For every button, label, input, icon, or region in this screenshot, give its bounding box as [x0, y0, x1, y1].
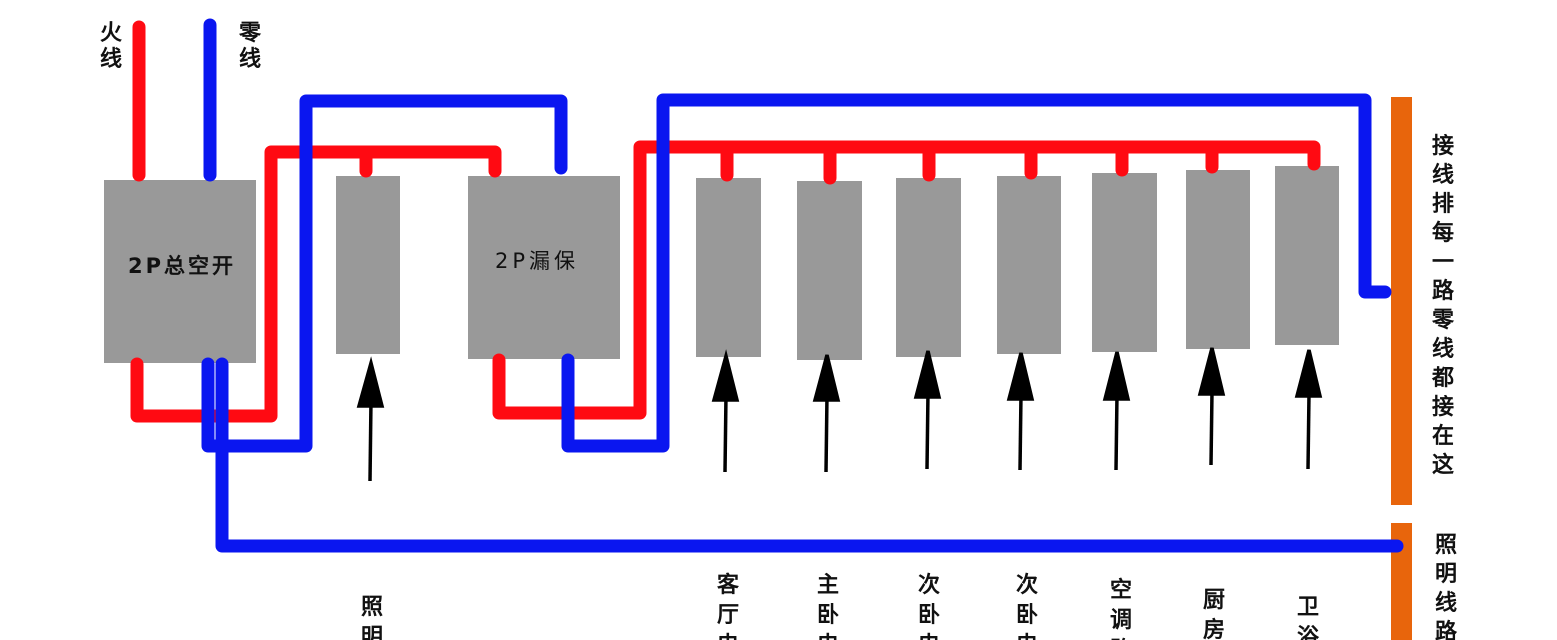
second-bedroom-2-label: 次卧电 — [1016, 572, 1038, 640]
ac-breaker-box — [1092, 173, 1157, 352]
bathroom-breaker-box — [1275, 166, 1339, 345]
bathroom-label: 卫浴 — [1297, 595, 1320, 640]
main-breaker-box — [104, 180, 256, 363]
arrow-second-bedroom-1 — [913, 350, 942, 470]
living-room-breaker-box — [696, 178, 761, 357]
neutral-bar-label: 接线排每一路零线都接在这 — [1431, 134, 1455, 478]
neutral-rcd-to-bar-wire — [561, 93, 1392, 453]
lighting-breaker-box — [336, 176, 400, 354]
master-bedroom-label: 主卧电 — [817, 573, 839, 640]
arrow-ac — [1102, 351, 1131, 471]
live-wire-label: 火线 — [100, 21, 122, 72]
arrow-kitchen — [1197, 347, 1226, 466]
master-bedroom-breaker-box — [797, 181, 862, 360]
rcd-breaker-box — [468, 176, 620, 359]
main-breaker-label: 2P总空开 — [128, 254, 236, 278]
lighting-circuit-side-label: 照明线路 — [1435, 533, 1458, 640]
breaker-group — [104, 166, 1339, 363]
kitchen-label: 厨房 — [1203, 588, 1225, 640]
live-rcd-to-bus-wire — [492, 140, 1321, 420]
live-main-to-rcd-wire — [130, 145, 502, 423]
neutral-terminal-bar — [1391, 97, 1412, 505]
ac-circuit-label: 空调路 — [1110, 577, 1133, 640]
living-room-label: 客厅电 — [717, 572, 740, 640]
arrow-living-room — [711, 349, 740, 473]
rcd-breaker-label: 2P漏保 — [495, 249, 579, 273]
arrow-master-bedroom — [812, 354, 841, 473]
neutral-wires — [201, 18, 1404, 553]
second-bedroom-1-breaker-box — [896, 178, 961, 357]
second-bedroom-2-breaker-box — [997, 176, 1061, 354]
lighting-circuit-label: 照明 — [361, 595, 383, 640]
arrow-group — [356, 347, 1323, 482]
kitchen-breaker-box — [1186, 170, 1250, 349]
arrow-lighting — [356, 356, 385, 482]
live-wires — [130, 20, 1321, 423]
neutral-lighting-wire — [215, 357, 1404, 553]
neutral-wire-label: 零线 — [238, 21, 262, 72]
neutral-main-to-rcd-wire — [201, 94, 568, 453]
arrow-bathroom — [1294, 349, 1323, 470]
arrow-second-bedroom-2 — [1006, 352, 1035, 471]
second-bedroom-1-label: 次卧电 — [918, 572, 940, 640]
